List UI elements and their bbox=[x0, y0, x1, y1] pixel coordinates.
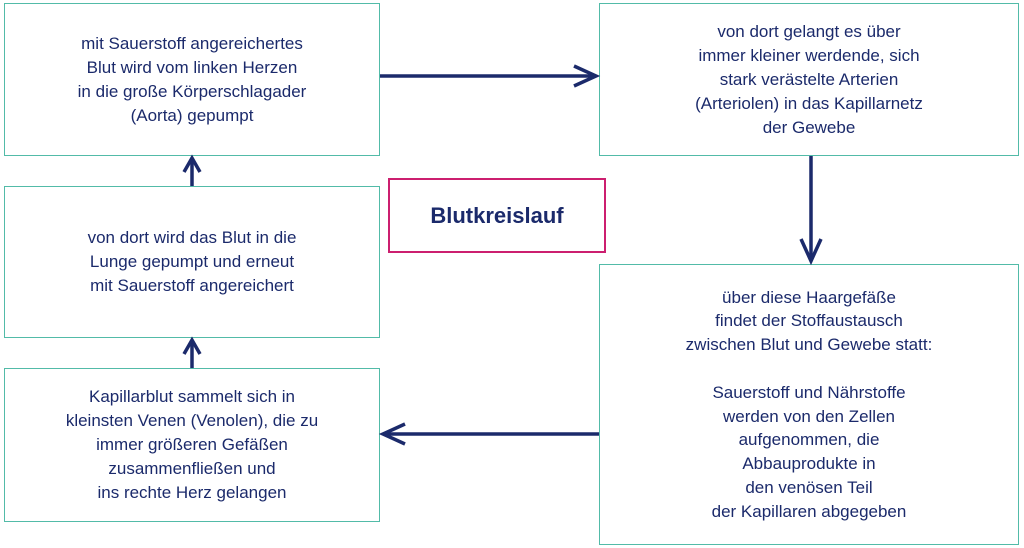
arrow-aorta-to-arterioles bbox=[380, 64, 601, 88]
arrow-lung-to-aorta bbox=[182, 154, 202, 186]
diagram-title: Blutkreislauf bbox=[430, 202, 564, 228]
arrow-arterioles-to-capillaries bbox=[799, 156, 823, 266]
step-box-capillaries: über diese Haargefäße findet der Stoffau… bbox=[599, 264, 1019, 545]
step-text-arterioles: von dort gelangt es über immer kleiner w… bbox=[695, 21, 923, 137]
step-text-venules: Kapillarblut sammelt sich in kleinsten V… bbox=[65, 387, 319, 502]
arrow-capillaries-to-venules bbox=[378, 422, 599, 446]
step-box-arterioles: von dort gelangt es über immer kleiner w… bbox=[599, 3, 1019, 156]
step-text-aorta: mit Sauerstoff angereichertes Blut wird … bbox=[77, 33, 307, 125]
title-box: Blutkreislauf bbox=[388, 178, 606, 253]
arrow-venules-to-lung bbox=[182, 336, 202, 368]
step-text-lung: von dort wird das Blut in die Lunge gepu… bbox=[87, 228, 297, 295]
step-box-aorta: mit Sauerstoff angereichertes Blut wird … bbox=[4, 3, 380, 156]
step-box-lung: von dort wird das Blut in die Lunge gepu… bbox=[4, 186, 380, 338]
step-text-capillaries: über diese Haargefäße findet der Stoffau… bbox=[685, 287, 933, 521]
step-box-venules: Kapillarblut sammelt sich in kleinsten V… bbox=[4, 368, 380, 522]
